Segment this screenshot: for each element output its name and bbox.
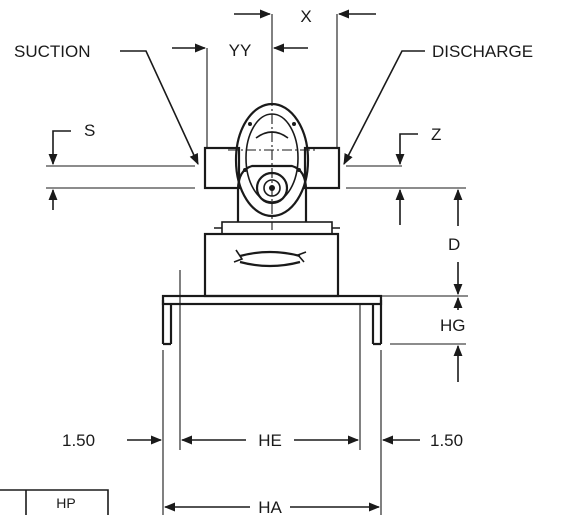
label-d: D: [448, 235, 460, 254]
dimension-s: S: [48, 121, 95, 210]
label-left-margin: 1.50: [62, 431, 95, 450]
label-right-margin: 1.50: [430, 431, 463, 450]
dimension-z: Z: [395, 125, 441, 225]
label-x: X: [300, 7, 311, 26]
label-s: S: [84, 121, 95, 140]
dimension-he: HE: [180, 431, 360, 450]
label-yy: YY: [229, 41, 252, 60]
leader-suction: SUCTION: [14, 42, 199, 166]
table-header-hp: HP: [56, 495, 75, 511]
dimension-x: X: [234, 7, 376, 148]
reference-lines: [46, 165, 468, 345]
dimension-right-margin: 1.50: [381, 431, 463, 450]
spec-table-fragment: HP: [0, 489, 109, 515]
pedestal-block: [203, 221, 340, 298]
dimension-yy: YY: [172, 41, 308, 148]
leader-discharge: DISCHARGE: [343, 42, 533, 165]
label-suction: SUCTION: [14, 42, 91, 61]
label-discharge: DISCHARGE: [432, 42, 533, 61]
pump-body: [203, 96, 341, 230]
dimension-ha: HA: [163, 498, 381, 515]
rotation-arrow-icon: [233, 249, 307, 268]
dimension-left-margin: 1.50: [62, 431, 163, 450]
dimension-hg: HG: [440, 296, 466, 382]
label-z: Z: [431, 125, 441, 144]
label-ha: HA: [258, 498, 282, 515]
label-hg: HG: [440, 316, 466, 335]
dimension-d: D: [448, 188, 463, 296]
horizontal-extension-lines: [162, 270, 382, 515]
label-he: HE: [258, 431, 282, 450]
base-frame: [161, 294, 383, 346]
